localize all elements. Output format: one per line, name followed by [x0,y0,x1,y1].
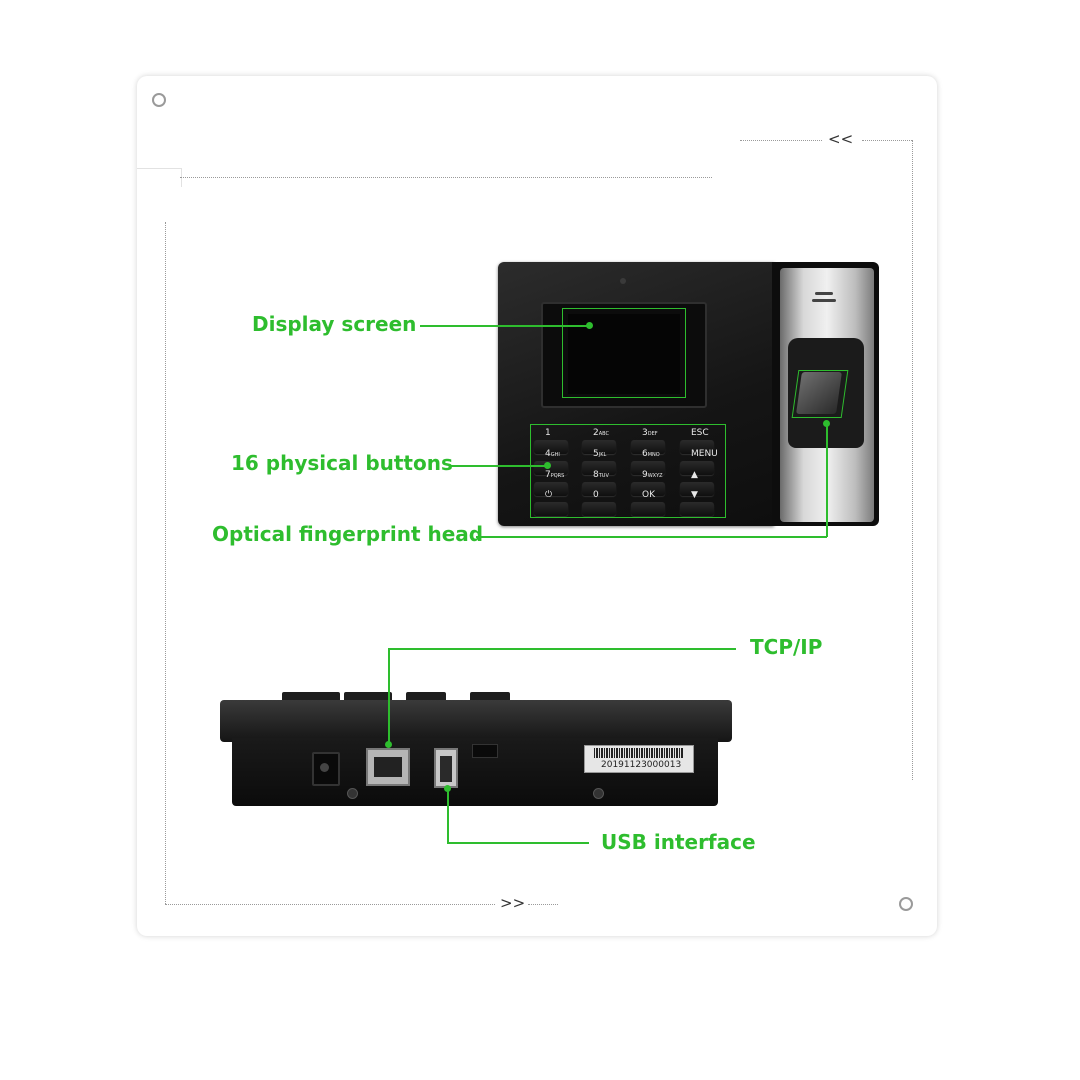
frame-line-top [180,177,712,178]
frame-line-top-right-a [740,140,822,141]
keypad-key-label: 6MNO [642,449,660,459]
keypad-key-label: MENU [691,449,718,459]
mounting-hole-top-left [152,93,166,107]
callout-line-tcpip-h [388,648,736,650]
keypad-key[interactable] [680,440,714,454]
callout-line-fingerprint-v [826,424,828,537]
keypad-key[interactable] [582,482,616,496]
callout-display-screen: Display screen [252,312,417,336]
callout-line-fingerprint-h [476,536,827,538]
callout-physical-buttons: 16 physical buttons [231,451,453,475]
highlight-box-keypad [530,424,726,518]
keypad-key[interactable] [582,440,616,454]
device-top-button [344,692,392,702]
keypad-key-label: 9WXYZ [642,470,663,480]
callout-line-usb-v [447,788,449,843]
dc-power-jack [312,752,340,786]
keypad-key-label: ▲ [691,470,698,480]
frame-line-right [912,140,913,780]
callout-dot-buttons [544,462,551,469]
keypad-key-label: ▼ [691,490,698,500]
callout-dot-tcpip [385,741,392,748]
keypad-key[interactable] [582,502,616,516]
usb-port [434,748,458,788]
keypad-key[interactable] [631,440,665,454]
callout-tcpip: TCP/IP [750,635,823,659]
arrow-right-glyph: >> [500,894,526,912]
keypad-key-label: 5JKL [593,449,607,459]
keypad-key[interactable] [534,461,568,475]
keypad-key-label: 1 [545,428,551,438]
keypad-key-label: 7PQRS [545,470,565,480]
keypad-key[interactable] [534,440,568,454]
screw-icon [593,788,604,799]
keypad-key-label: 2ABC [593,428,609,438]
keypad-key[interactable] [680,482,714,496]
frame-line-bottom-b [528,904,558,905]
callout-dot-usb [444,785,451,792]
keypad-key-label: 0 [593,490,599,500]
device-top-button [282,692,340,702]
reset-slot [472,744,498,758]
device-top-button [470,692,510,702]
device-bottom-top-edge [220,700,732,742]
barcode [594,748,684,758]
keypad-key[interactable] [631,482,665,496]
camera-lens [620,278,626,284]
screw-icon [347,788,358,799]
rj45-port [366,748,410,786]
callout-usb-interface: USB interface [601,830,756,854]
keypad-key-label: ESC [691,428,709,438]
keypad-key[interactable] [631,502,665,516]
keypad-key-label: 4GHI [545,449,560,459]
keypad-key[interactable] [631,461,665,475]
keypad-key-label: 3DEF [642,428,658,438]
keypad-key-label: 8TUV [593,470,609,480]
callout-line-tcpip-v [388,648,390,746]
callout-dot-display [586,322,593,329]
keypad-key-label: OK [642,490,655,500]
speaker-grille-icon-2 [812,299,836,302]
keypad-key[interactable] [534,502,568,516]
keypad-key[interactable] [680,502,714,516]
frame-line-left [165,222,166,904]
speaker-grille-icon [815,292,833,295]
callout-line-buttons [451,465,545,467]
mounting-hole-bottom-right [899,897,913,911]
device-top-button [406,692,446,702]
highlight-box-fingerprint [791,370,849,418]
callout-dot-fingerprint [823,420,830,427]
highlight-box-display [562,308,686,398]
keypad-key[interactable] [680,461,714,475]
frame-line-top-right-b [862,140,912,141]
frame-line-bottom-a [165,904,495,905]
serial-number: 20191123000013 [601,760,682,770]
callout-fingerprint-head: Optical fingerprint head [212,522,484,546]
card-tab-notch [137,168,182,187]
arrow-left-glyph: << [828,130,854,148]
keypad-key[interactable] [582,461,616,475]
callout-line-usb-h [447,842,589,844]
callout-line-display [420,325,588,327]
keypad-key-label: ⏻ [545,490,553,500]
keypad-key[interactable] [534,482,568,496]
